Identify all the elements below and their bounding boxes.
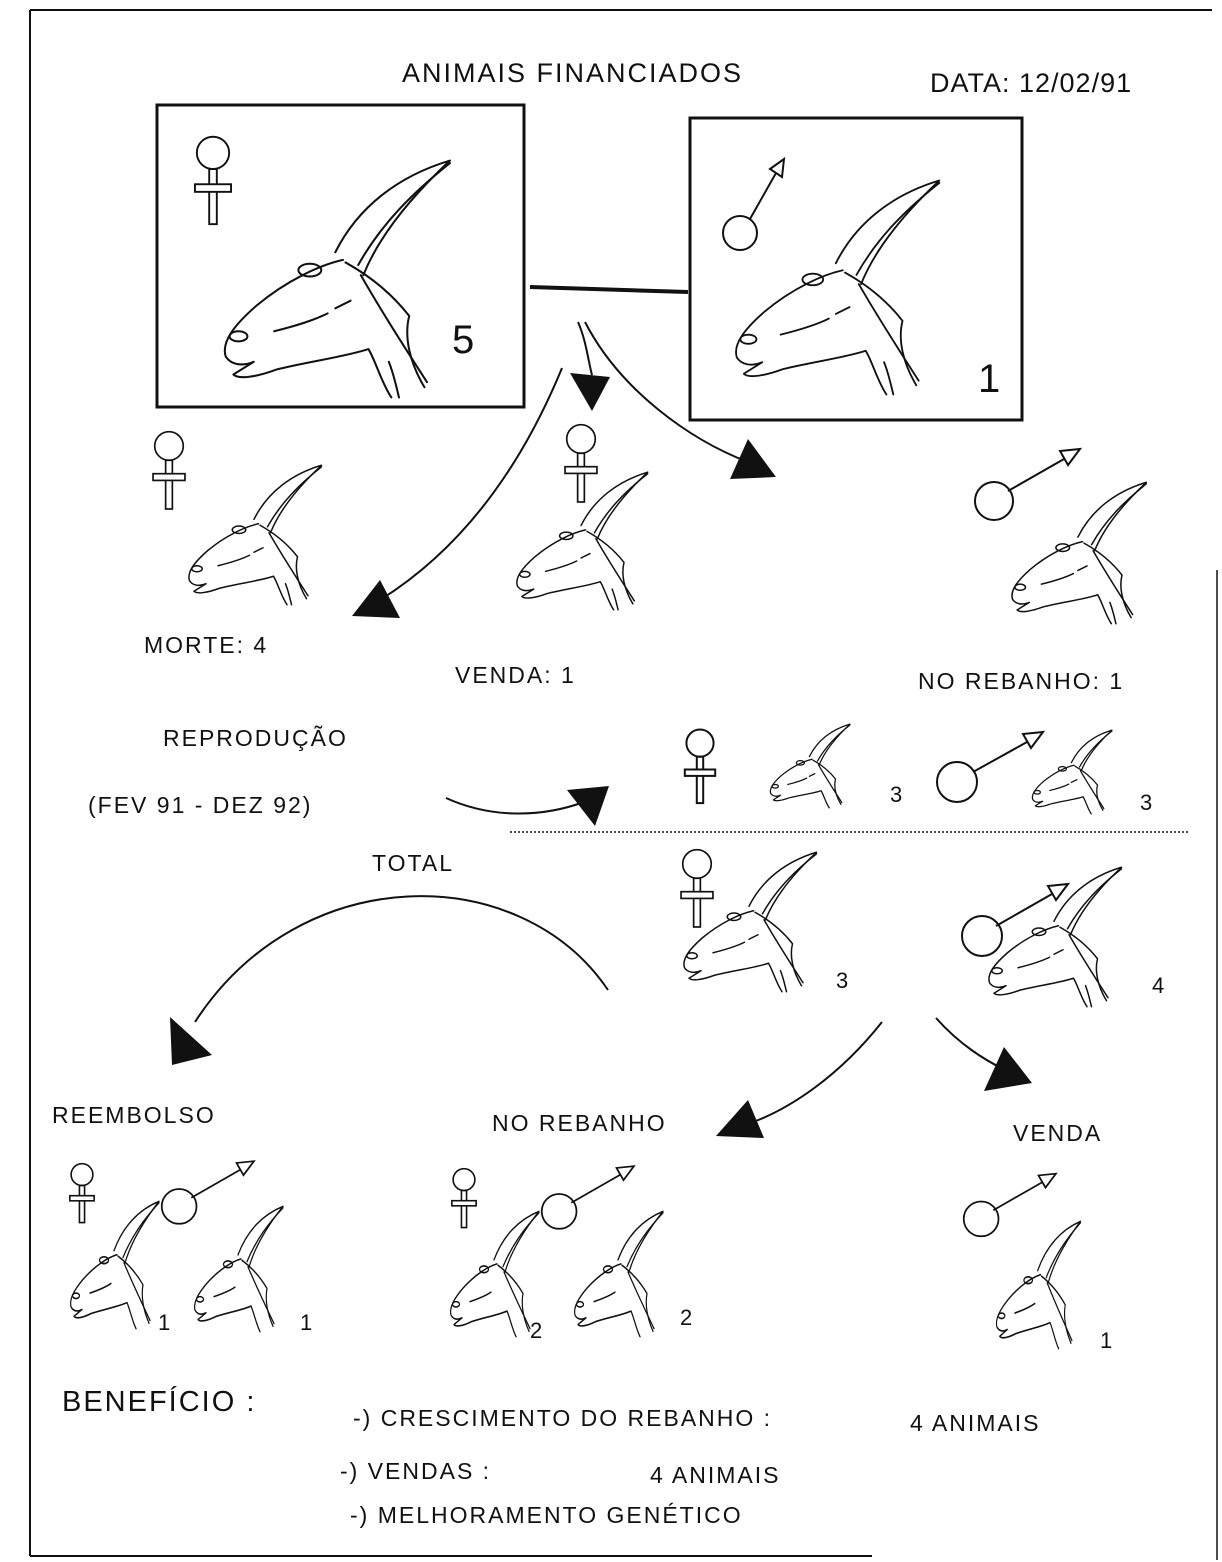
curve-total bbox=[195, 896, 608, 1022]
goat-head-icon bbox=[1030, 728, 1120, 816]
goat-head-icon bbox=[730, 175, 960, 400]
reproduction-period: (FEV 91 - DEZ 92) bbox=[88, 792, 312, 819]
total-female-count: 3 bbox=[836, 968, 848, 994]
date-label: DATA: 12/02/91 bbox=[930, 68, 1132, 99]
diagram-title: ANIMAIS FINANCIADOS bbox=[402, 58, 743, 89]
arrowhead-left-icon bbox=[350, 578, 402, 622]
final-herd-label: NO REBANHO bbox=[492, 1110, 667, 1137]
arrowhead-right-icon bbox=[980, 1045, 1034, 1095]
benefit-item-value: 4 ANIMAIS bbox=[910, 1410, 1040, 1437]
goat-head-icon bbox=[768, 722, 858, 810]
reproduction-female-count: 3 bbox=[890, 782, 902, 808]
refund-male-count: 1 bbox=[300, 1310, 312, 1336]
sale-label: VENDA: 1 bbox=[455, 662, 576, 689]
arrowhead-down-icon bbox=[565, 784, 611, 828]
total-male-count: 4 bbox=[1152, 973, 1164, 999]
final-sale-label: VENDA bbox=[1013, 1120, 1102, 1147]
benefit-item-text: -) VENDAS : bbox=[340, 1458, 491, 1485]
final-herd-female-count: 2 bbox=[530, 1318, 542, 1344]
goat-head-icon bbox=[1008, 478, 1160, 628]
reproduction-label: REPRODUÇÃO bbox=[163, 725, 348, 752]
female-symbol-icon bbox=[148, 422, 190, 517]
curve-reproduction bbox=[446, 798, 584, 814]
reproduction-male-count: 3 bbox=[1140, 790, 1152, 816]
goat-head-icon bbox=[68, 1200, 168, 1330]
goat-head-icon bbox=[985, 862, 1135, 1012]
arrowhead-down-left-icon bbox=[168, 1015, 214, 1067]
goat-head-icon bbox=[185, 460, 335, 610]
final-herd-male-count: 2 bbox=[680, 1305, 692, 1331]
arrowhead-right-icon bbox=[728, 437, 778, 481]
final-sale-male-count: 1 bbox=[1100, 1328, 1112, 1354]
death-label: MORTE: 4 bbox=[144, 632, 268, 659]
goat-head-icon bbox=[192, 1205, 292, 1333]
financed-female-count: 5 bbox=[452, 318, 474, 363]
total-label: TOTAL bbox=[372, 850, 454, 877]
goat-head-icon bbox=[513, 467, 661, 615]
refund-label: REEMBOLSO bbox=[52, 1102, 216, 1129]
female-symbol-icon bbox=[680, 718, 720, 813]
arrowhead-down-icon bbox=[568, 371, 612, 415]
herd-label: NO REBANHO: 1 bbox=[918, 668, 1124, 695]
arrowhead-left-icon bbox=[714, 1098, 766, 1142]
goat-head-icon bbox=[680, 848, 830, 996]
goat-head-icon bbox=[572, 1210, 672, 1338]
benefit-label: BENEFÍCIO : bbox=[62, 1386, 256, 1419]
benefit-item-text: -) CRESCIMENTO DO REBANHO : bbox=[353, 1405, 772, 1432]
financed-male-count: 1 bbox=[978, 357, 1000, 402]
goat-head-icon bbox=[994, 1220, 1089, 1350]
box-connector bbox=[530, 287, 688, 292]
benefit-item-text: -) MELHORAMENTO GENÉTICO bbox=[350, 1502, 743, 1529]
benefit-item-value: 4 ANIMAIS bbox=[650, 1462, 780, 1489]
refund-female-count: 1 bbox=[158, 1310, 170, 1336]
goat-head-icon bbox=[218, 158, 473, 400]
